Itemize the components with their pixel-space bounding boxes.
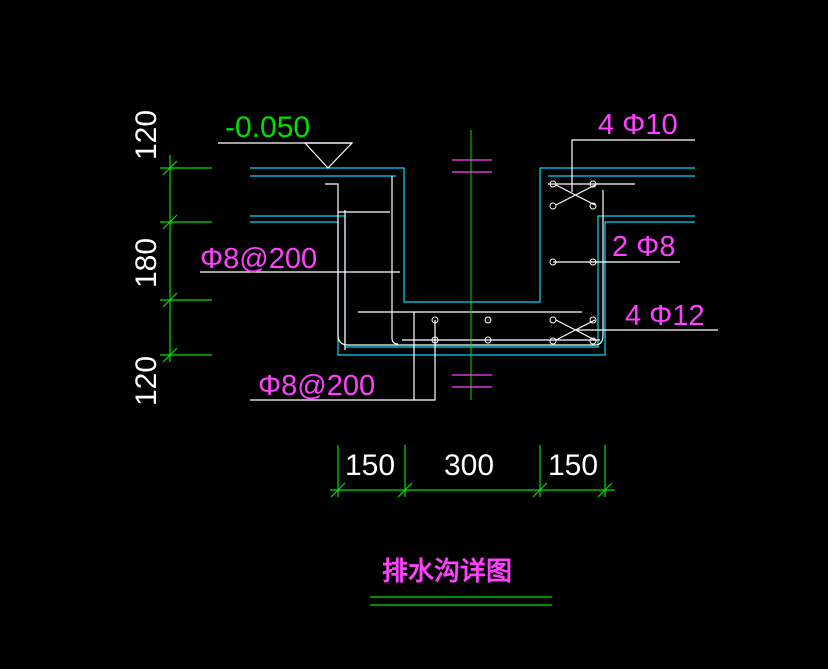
elevation-marker: -0.050: [218, 111, 354, 169]
rebar-inner-loop: [344, 176, 399, 350]
vdim-text-top: 120: [130, 110, 163, 160]
vdim-text-bottom: 120: [130, 356, 163, 406]
hdim-tick: [397, 482, 413, 498]
rebar-dot: [549, 180, 557, 188]
horizontal-dimension: [330, 445, 615, 498]
rebar-cross-top-b: [555, 184, 596, 206]
rebar-dot: [589, 202, 597, 210]
label-stirrup-top: Φ8@200: [200, 243, 317, 275]
label-middle-rebar: 2 Φ8: [612, 231, 675, 263]
label-bottom-rebar: 4 Φ12: [625, 300, 705, 332]
hdim-tick: [330, 482, 346, 498]
rebar-dot: [484, 336, 492, 344]
label-stirrup-bottom: Φ8@200: [258, 370, 375, 402]
outer-outline-left: [250, 167, 695, 303]
hdim-text-center: 300: [444, 449, 494, 482]
annotation-leaders: [200, 139, 718, 401]
rebar: [325, 176, 635, 350]
vdim-tick: [162, 160, 178, 176]
rebar-dot: [589, 337, 597, 345]
rebar-u-stirrup: [325, 183, 604, 346]
hdim-tick: [532, 482, 548, 498]
leader-stirrup-bottom-2: [414, 320, 436, 401]
drawing-title: 排水沟详图: [382, 556, 512, 587]
centerline-ticks: [452, 159, 492, 388]
vertical-dimension-texts: 120 180 120: [130, 110, 163, 406]
elevation-triangle: [303, 142, 354, 169]
rebar-dot: [589, 316, 597, 324]
leader-top-rebar: [571, 139, 695, 192]
rebar-dot: [484, 316, 492, 324]
rebar-dot: [549, 337, 557, 345]
horizontal-dimension-texts: 150 300 150: [345, 449, 598, 482]
label-top-rebar: 4 Φ10: [598, 109, 678, 141]
vdim-tick: [162, 347, 178, 363]
annotation-texts: 4 Φ10 2 Φ8 4 Φ12 Φ8@200 Φ8@200: [200, 109, 705, 402]
hdim-text-right: 150: [548, 449, 598, 482]
drawing-title-block: 排水沟详图: [370, 556, 552, 606]
vdim-text-middle: 180: [130, 238, 163, 288]
rebar-dot: [589, 180, 597, 188]
rebar-dot: [549, 202, 557, 210]
elevation-text: -0.050: [225, 111, 310, 144]
hdim-tick: [597, 482, 613, 498]
rebar-dot: [549, 316, 557, 324]
vertical-dimension: [160, 155, 212, 363]
vdim-tick: [162, 292, 178, 308]
hdim-text-left: 150: [345, 449, 395, 482]
vdim-tick: [162, 214, 178, 230]
